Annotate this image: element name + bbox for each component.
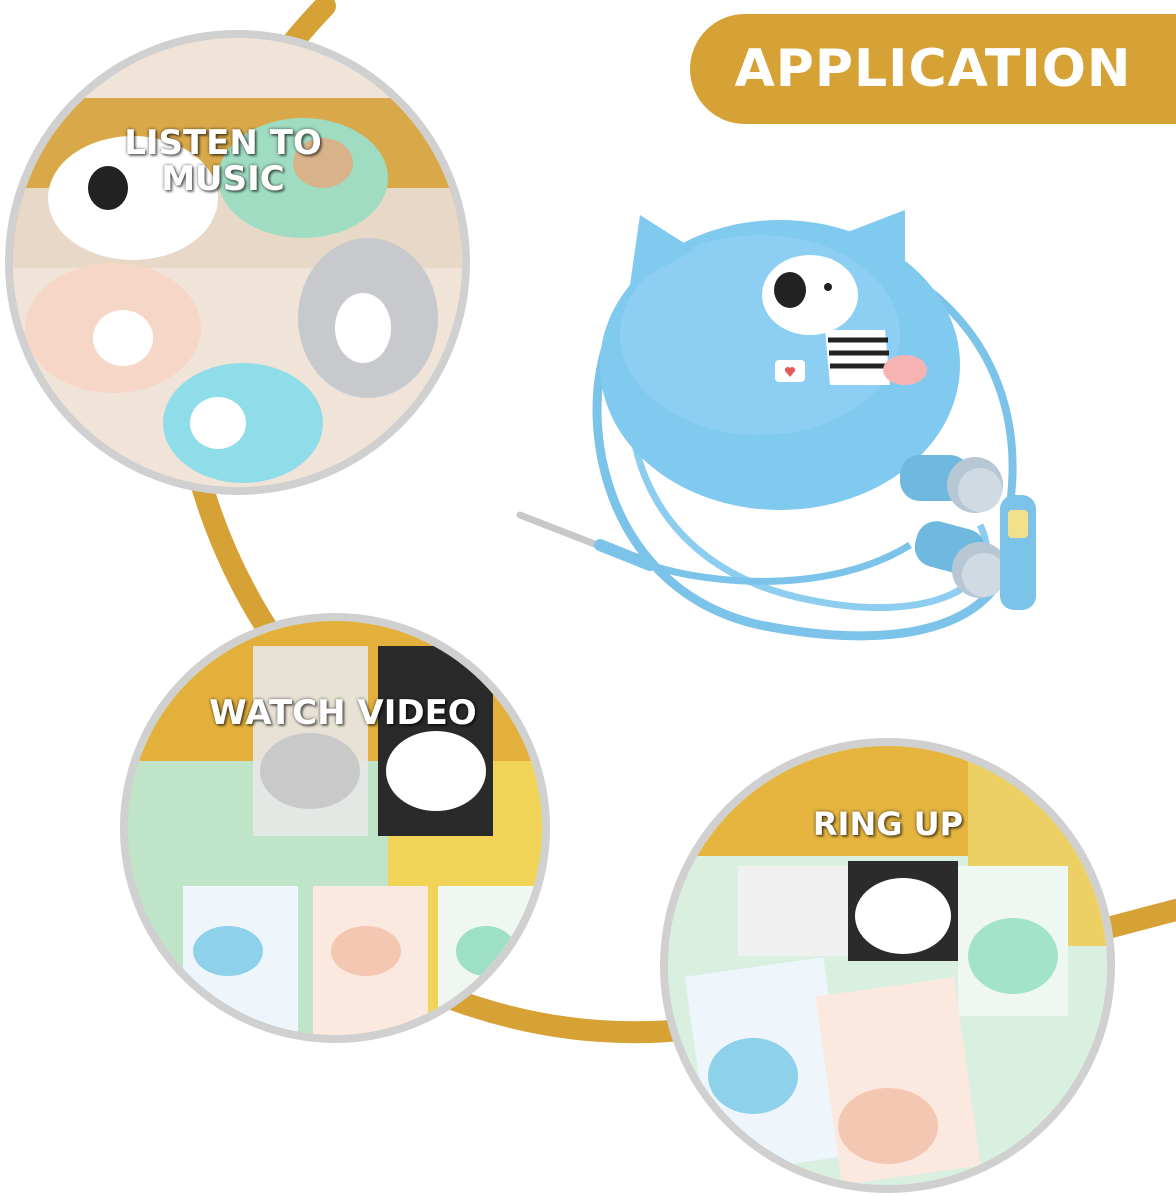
listen-to-music-photo: LISTEN TO MUSIC <box>5 30 470 495</box>
video-photo-illustration <box>128 621 542 1035</box>
watch-video-label: WATCH VIDEO <box>198 693 488 733</box>
watch-video-text: WATCH VIDEO <box>209 693 477 733</box>
ring-up-label: RING UP <box>778 805 998 843</box>
ring-up-photo-illustration <box>668 746 1107 1185</box>
application-banner: APPLICATION <box>690 14 1176 124</box>
banner-title: APPLICATION <box>734 39 1132 99</box>
music-photo-illustration <box>13 38 462 487</box>
listen-to-music-label: LISTEN TO MUSIC <box>108 123 338 199</box>
ring-up-photo: RING UP <box>660 738 1115 1193</box>
watch-video-photo: WATCH VIDEO <box>120 613 550 1043</box>
listen-to-music-line2: MUSIC <box>161 158 285 199</box>
listen-to-music-line1: LISTEN TO <box>124 123 322 163</box>
ring-up-text: RING UP <box>812 805 964 843</box>
product-image <box>516 210 1036 641</box>
